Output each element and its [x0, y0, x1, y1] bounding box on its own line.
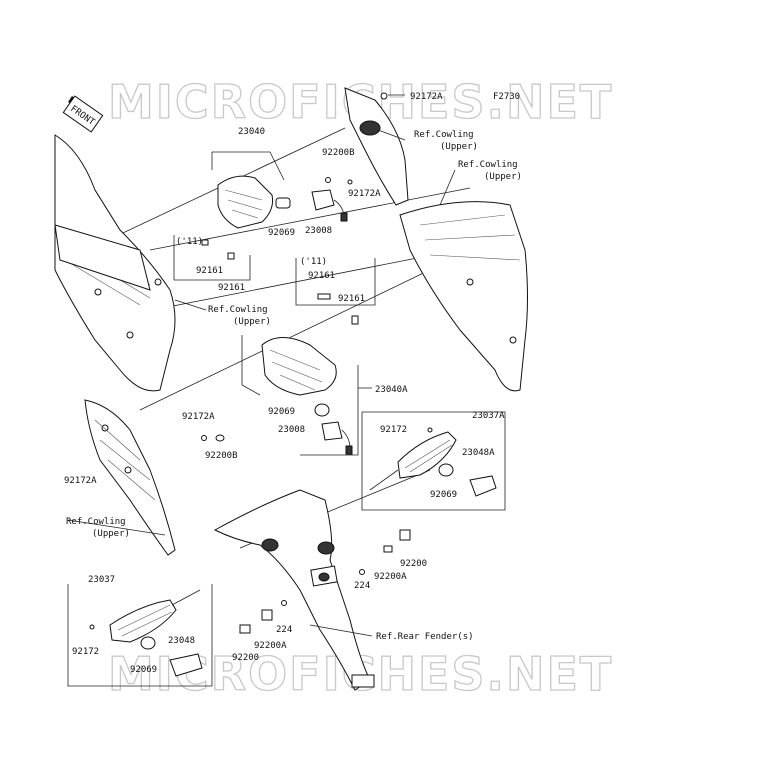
label-ref-cowling: Ref.Cowling — [458, 160, 518, 170]
label-92161: 92161 — [308, 271, 335, 281]
top-bracket — [344, 87, 409, 206]
label-92161: 92161 — [196, 266, 223, 276]
box-23037 — [67, 584, 213, 687]
bracket-23040A-right — [300, 365, 359, 456]
label-92172: 92172 — [380, 425, 407, 435]
label-92172: 92172 — [72, 647, 99, 657]
bracket-11b — [295, 258, 376, 306]
leader — [174, 299, 207, 311]
leader-23040 — [212, 151, 285, 181]
label-ref-cowling-upper: (Upper) — [233, 317, 271, 327]
right-cowling — [399, 201, 528, 392]
label-92200A: 92200A — [254, 641, 287, 651]
left-cowling — [54, 134, 176, 392]
lower-left-cowling — [84, 399, 176, 556]
label-ref-cowling-upper: (Upper) — [440, 142, 478, 152]
front-arrow-icon: FRONT — [62, 95, 104, 133]
label-92161: 92161 — [218, 283, 245, 293]
label-92172A: 92172A — [182, 412, 215, 422]
leader — [67, 519, 166, 536]
label-92200: 92200 — [232, 653, 259, 663]
label-ref-cowling-upper: (Upper) — [92, 529, 130, 539]
guide-line — [139, 264, 441, 411]
turn-signal-23040 — [201, 175, 353, 260]
label-11: ('11) — [176, 237, 203, 247]
label-ref-cowling-upper: (Upper) — [484, 172, 522, 182]
label-92172A: 92172A — [348, 189, 381, 199]
label-224: 224 — [354, 581, 370, 591]
label-23040A: 23040A — [375, 385, 408, 395]
rear-signal-23037 — [89, 589, 203, 677]
label-224: 224 — [276, 625, 292, 635]
label-23040: 23040 — [238, 127, 265, 137]
label-92200: 92200 — [400, 559, 427, 569]
label-23008: 23008 — [278, 425, 305, 435]
label-92069: 92069 — [268, 407, 295, 417]
label-92069: 92069 — [430, 490, 457, 500]
label-23048A: 23048A — [462, 448, 495, 458]
leader — [377, 129, 406, 141]
rear-signal-23037A — [369, 427, 497, 497]
turn-signal-23040A — [201, 293, 359, 455]
label-92161: 92161 — [338, 294, 365, 304]
label-92069: 92069 — [268, 228, 295, 238]
label-92172A: 92172A — [64, 476, 97, 486]
label-92200B: 92200B — [322, 148, 355, 158]
leader — [309, 624, 373, 637]
label-23037A: 23037A — [472, 411, 505, 421]
label-92200A: 92200A — [374, 572, 407, 582]
label-92200B: 92200B — [205, 451, 238, 461]
label-23008: 23008 — [305, 226, 332, 236]
label-11: ('11) — [300, 257, 327, 267]
label-23048: 23048 — [168, 636, 195, 646]
rear-fender — [213, 489, 411, 691]
label-ref-cowling: Ref.Cowling — [208, 305, 268, 315]
label-ref-rear-fender: Ref.Rear Fender(s) — [376, 632, 474, 642]
label-ref-cowling: Ref.Cowling — [414, 130, 474, 140]
leader — [439, 169, 456, 206]
bracket-23040A-left — [241, 335, 261, 396]
label-92069: 92069 — [130, 665, 157, 675]
label-92172A: 92172A — [410, 92, 443, 102]
label-23037: 23037 — [88, 575, 115, 585]
box-23037A — [361, 411, 506, 511]
figure-code: F2730 — [493, 92, 520, 102]
bracket-11a — [173, 235, 251, 281]
label-ref-cowling: Ref.Cowling — [66, 517, 126, 527]
